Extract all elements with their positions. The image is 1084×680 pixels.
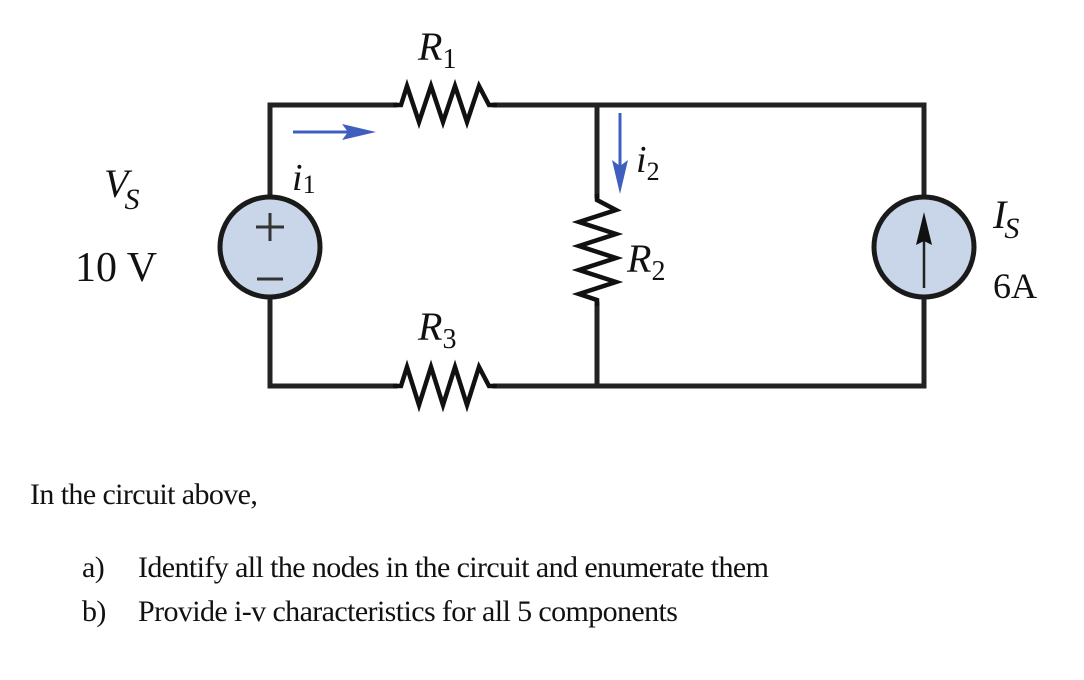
wire-left-top — [267, 102, 398, 200]
voltage-source-value: 10 V — [75, 245, 157, 291]
question-intro: In the circuit above, — [30, 478, 258, 511]
question-marker: b) — [82, 595, 106, 628]
wire-bottom-right — [492, 294, 927, 389]
voltage-source-symbol: VS — [104, 161, 139, 216]
resistor-r3-label: R3 — [417, 304, 456, 355]
resistor-r1: R1 — [393, 24, 497, 130]
voltage-source-circle — [217, 194, 323, 300]
wires — [267, 102, 927, 389]
up-arrow-icon — [916, 212, 932, 245]
current-source-symbol: IS — [992, 192, 1019, 245]
current-i1: i1 — [292, 124, 376, 199]
circuit-diagram: R1 R3 R2 VS 10 V IS 6A — [75, 24, 1037, 413]
question-block: In the circuit above, a) Identify all th… — [30, 478, 1070, 634]
question-text: Provide i-v characteristics for all 5 co… — [138, 595, 678, 628]
resistor-r1-zigzag — [393, 78, 497, 130]
down-arrow-icon — [612, 160, 628, 194]
current-i1-label: i1 — [292, 157, 316, 199]
current-source: IS 6A — [871, 192, 1037, 306]
question-marker: a) — [82, 551, 105, 584]
current-source-value: 6A — [993, 266, 1037, 306]
question-list: a) Identify all the nodes in the circuit… — [30, 546, 1070, 634]
voltage-source: VS 10 V — [75, 161, 323, 300]
right-arrow-icon — [342, 124, 376, 140]
resistor-r3-zigzag — [393, 359, 497, 413]
resistor-r3: R3 — [393, 304, 497, 413]
current-i2-label: i2 — [636, 139, 660, 186]
wire-left-bottom — [267, 294, 398, 389]
wire-top-right — [492, 102, 927, 200]
question-text: Identify all the nodes in the circuit an… — [138, 551, 769, 584]
current-i2: i2 — [612, 113, 660, 194]
resistor-r2-zigzag — [571, 194, 624, 306]
resistor-r1-label: R1 — [417, 24, 456, 75]
question-item-a: a) Identify all the nodes in the circuit… — [30, 546, 1070, 590]
resistor-r2-label: R2 — [626, 236, 665, 287]
resistor-r2: R2 — [571, 194, 665, 306]
question-item-b: b) Provide i-v characteristics for all 5… — [30, 590, 1070, 634]
